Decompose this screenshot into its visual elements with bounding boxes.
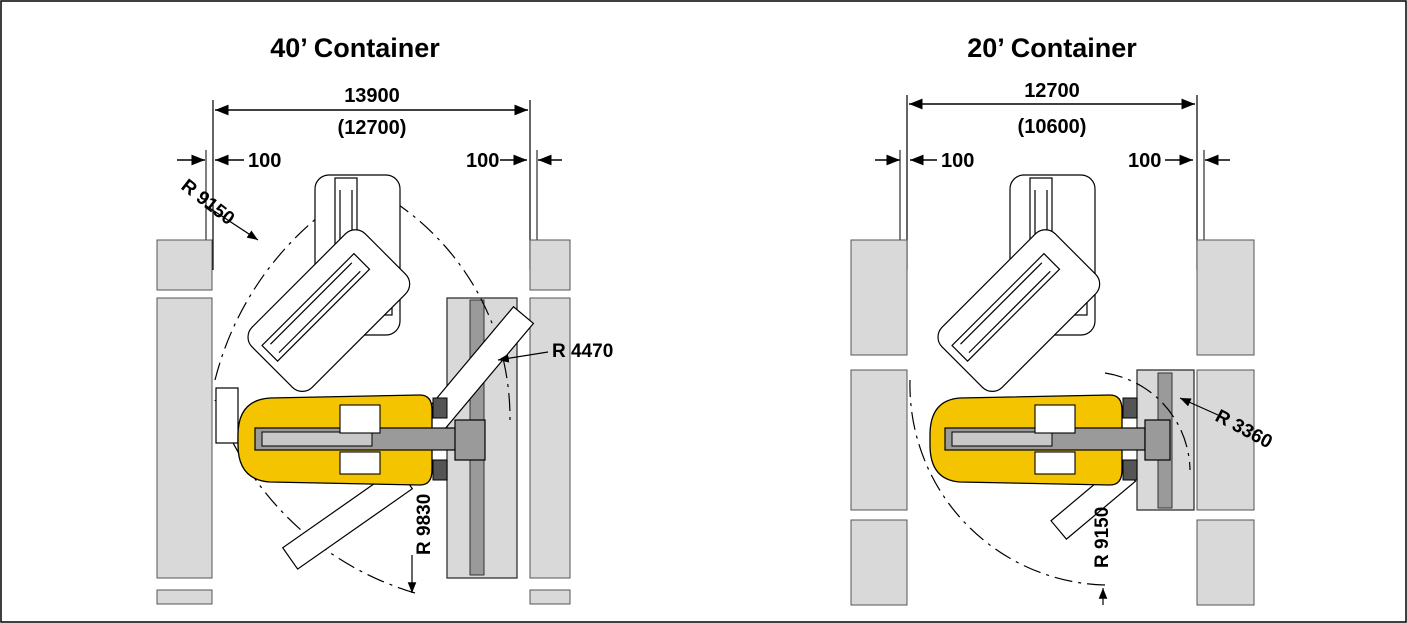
cab (339, 451, 381, 475)
machine-ghost-diagonal (937, 229, 1101, 392)
panel-20ft: 20’ Container 12700 (10600) 100 100 (850, 33, 1276, 606)
wheel (1122, 459, 1138, 481)
radius-leader (497, 351, 549, 363)
radius-swing-label: R 9830 (414, 494, 435, 555)
radius-swing-label: R 9150 (1092, 507, 1113, 568)
container-block (1196, 519, 1255, 606)
radius-inner-label: R 4470 (552, 341, 613, 362)
cab (1034, 451, 1076, 475)
clearance-left-label: 100 (941, 150, 974, 172)
boom-inner (261, 431, 373, 447)
clearance-right-label: 100 (466, 150, 499, 172)
counterweight-ghost (215, 387, 239, 444)
panel-title: 40’ Container (270, 33, 440, 63)
container-block (156, 239, 213, 291)
panel-title: 20’ Container (967, 33, 1137, 63)
width-alt-label: (12700) (338, 117, 407, 139)
wheel (432, 397, 448, 419)
width-alt-label: (10600) (1018, 116, 1087, 138)
wheel (1122, 397, 1138, 419)
swing-arc (214, 399, 416, 594)
container-block (1196, 369, 1255, 511)
container-block (850, 369, 908, 511)
container-block (529, 297, 571, 579)
panel-40ft: 40’ Container 13900 (12700) 100 100 (156, 33, 613, 605)
container-block (156, 589, 213, 605)
spreader-head (1144, 419, 1171, 461)
reach-stacker-machine (929, 394, 1171, 486)
radius-leader (1179, 397, 1219, 416)
cab (1034, 404, 1076, 434)
clearance-left-label: 100 (248, 150, 281, 172)
container-block (850, 519, 908, 606)
width-main-label: 13900 (344, 85, 400, 107)
boom-inner (951, 431, 1053, 447)
swing-arc (1104, 372, 1191, 471)
radius-leader (204, 204, 259, 241)
wheel (432, 459, 448, 481)
container-block (1196, 239, 1255, 356)
clearance-right-label: 100 (1128, 150, 1161, 172)
width-main-label: 12700 (1024, 80, 1080, 102)
container-block (529, 239, 571, 291)
machine-ghost-diagonal (247, 229, 411, 392)
radius-outer-label: R 9150 (177, 175, 238, 229)
spreader-head (454, 419, 486, 461)
container-block (156, 297, 213, 579)
container-block (850, 239, 908, 356)
swing-arc (909, 379, 1106, 586)
cab (339, 404, 381, 434)
reach-stacker-machine (237, 394, 486, 486)
container-block (529, 589, 571, 605)
